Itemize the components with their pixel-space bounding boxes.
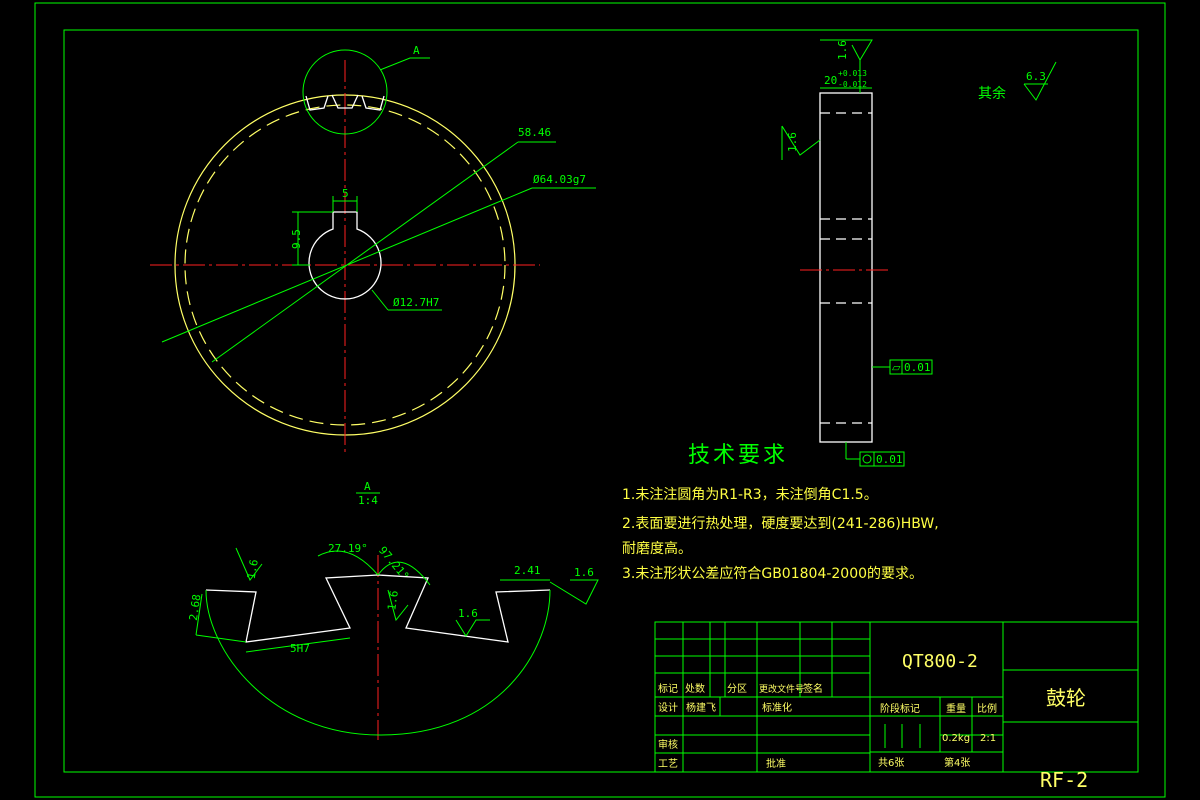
roughness-left-symbol xyxy=(781,125,821,156)
tb-designer: 杨建飞 xyxy=(686,701,716,714)
dim-key-height-text: 9.5 xyxy=(290,229,303,249)
roundness-symbol xyxy=(862,454,872,464)
roughness-top-symbol xyxy=(820,39,873,62)
detail-rough-1: 1.6 xyxy=(245,558,261,580)
bore-keyway xyxy=(308,211,382,300)
flatness-symbol: ⏥ xyxy=(892,361,901,374)
detail-label: A xyxy=(364,480,371,493)
tb-col-change-doc: 更改文件号 xyxy=(759,683,804,695)
tb-weight-label: 重量 xyxy=(946,702,966,715)
tb-drawing-code: RF-2 xyxy=(1040,768,1088,792)
tb-scale: 2:1 xyxy=(980,733,996,744)
detail-angle-1-arc xyxy=(317,550,379,576)
dim-line-radius xyxy=(211,141,519,363)
tb-sheets-total: 共6张 xyxy=(878,757,904,769)
title-block: 标记 处数 分区 更改文件号 签名 设计 杨建飞 标准化 审核 工艺 批准 QT… xyxy=(654,621,1139,792)
detail-rough-2-symbol xyxy=(387,589,409,622)
tb-col-count: 处数 xyxy=(685,682,705,695)
tech-req-title: 技术要求 xyxy=(688,443,788,468)
inner-border xyxy=(63,29,1139,773)
detail-width-text: 5H7 xyxy=(290,642,310,655)
dim-key-width-text: 5 xyxy=(342,187,349,200)
gear-pitch-circle xyxy=(184,104,506,426)
detail-depth-line xyxy=(195,593,203,636)
detail-circle-a xyxy=(302,49,388,135)
detail-leader xyxy=(379,57,430,71)
tb-stage-mark: 阶段标记 xyxy=(880,702,920,715)
tb-row-standard: 标准化 xyxy=(762,701,792,714)
side-view-body xyxy=(819,92,873,443)
detail-rough-3: 1.6 xyxy=(458,607,478,620)
tb-weight: 0.2kg xyxy=(942,733,970,744)
flatness-frame xyxy=(889,359,933,375)
tb-row-process: 工艺 xyxy=(658,758,678,770)
tb-col-sign: 签名 xyxy=(803,682,823,695)
other-roughness-value: 6.3 xyxy=(1026,70,1046,83)
tol-lower-text: -0.012 xyxy=(838,80,867,89)
detail-angle-2-arc xyxy=(377,561,431,586)
technical-requirements: 技术要求 1.未注注圆角为R1-R3，未注倒角C1.5。 2.表面要进行热处理，… xyxy=(622,443,939,582)
dim-radius-text: 58.46 xyxy=(518,126,551,139)
tol-upper-text: +0.013 xyxy=(838,69,867,78)
dim-line-outer xyxy=(161,187,533,343)
detail-depth-text: 2.68 xyxy=(187,593,204,621)
other-roughness: 其余 6.3 xyxy=(978,61,1057,102)
roughness-top-text: 1.6 xyxy=(836,40,849,60)
dim-outer-text: Ø64.03g7 xyxy=(533,173,586,186)
detail-right-text: 2.41 xyxy=(514,564,541,577)
detail-callout-label: A xyxy=(413,44,420,57)
tb-row-check: 审核 xyxy=(658,738,678,751)
tech-req-line-2b: 耐磨度高。 xyxy=(622,540,692,557)
detail-rough-1-symbol xyxy=(235,547,263,581)
tb-sheet-no: 第4张 xyxy=(944,756,970,769)
gear-front-view: A 58.46 Ø64.03g7 5 9.5 Ø12.7H7 xyxy=(150,44,596,455)
tb-col-marker: 标记 xyxy=(658,683,678,695)
roundness-frame xyxy=(859,451,905,467)
detail-depth-ext xyxy=(195,634,247,643)
detail-view-a: A 1:4 27.19° 97.21° 1.6 2.68 5H7 1.6 1.6… xyxy=(187,480,599,740)
detail-angle-1: 27.19° xyxy=(328,542,368,555)
tech-req-line-3: 3.未注形状公差应符合GB01804-2000的要求。 xyxy=(622,565,923,582)
other-roughness-symbol xyxy=(1023,61,1057,101)
tech-req-line-2: 2.表面要进行热处理，硬度要达到(241-286)HBW, xyxy=(622,516,939,532)
dim-bore-line xyxy=(371,289,389,311)
other-roughness-label: 其余 xyxy=(978,85,1006,102)
detail-outer-arc xyxy=(205,589,551,736)
dim-thickness-text: 20 xyxy=(824,74,837,87)
roughness-left-text: 1.6 xyxy=(786,132,799,152)
detail-rough-4-symbol xyxy=(549,579,599,605)
detail-rough-4: 1.6 xyxy=(574,566,594,579)
roundness-text: 0.01 xyxy=(876,453,903,466)
gear-teeth-top xyxy=(305,94,385,111)
tb-material: QT800-2 xyxy=(902,651,978,672)
gear-side-view: 1.6 20 +0.013 -0.012 1.6 ⏥ 0.01 0.01 xyxy=(781,39,933,467)
tb-scale-label: 比例 xyxy=(977,702,997,715)
tech-req-line-1: 1.未注注圆角为R1-R3，未注倒角C1.5。 xyxy=(622,487,878,503)
flatness-text: 0.01 xyxy=(904,361,931,374)
tb-row-approve: 批准 xyxy=(766,757,786,770)
tb-row-design: 设计 xyxy=(658,701,678,714)
tb-col-zone: 分区 xyxy=(727,683,747,695)
dim-bore-text: Ø12.7H7 xyxy=(393,296,439,309)
detail-width-line xyxy=(245,637,351,653)
detail-rough-3-symbol xyxy=(455,619,490,637)
tb-part-name: 鼓轮 xyxy=(1046,686,1086,710)
outer-border xyxy=(34,2,1166,798)
detail-scale: 1:4 xyxy=(358,494,378,507)
detail-rough-2: 1.6 xyxy=(385,590,401,611)
